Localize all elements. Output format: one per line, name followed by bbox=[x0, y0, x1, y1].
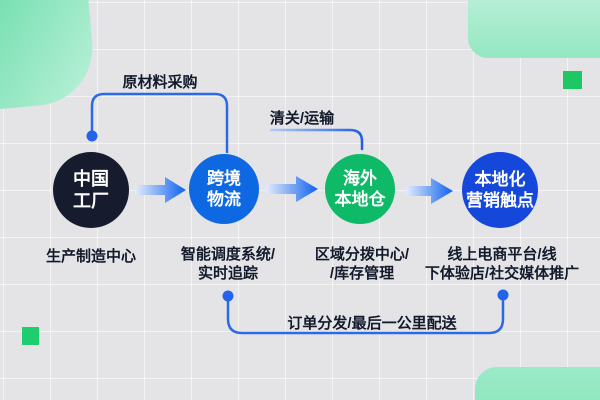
node-title-line: 中国 bbox=[73, 169, 109, 189]
node-title-line: 海外 bbox=[343, 169, 377, 188]
connector-start-dot bbox=[86, 130, 98, 142]
node-china-factory: 中国 工厂 bbox=[53, 152, 129, 228]
connector-last-mile bbox=[222, 289, 509, 335]
flow-arrow-3 bbox=[406, 178, 453, 204]
node-title-line: 本地仓 bbox=[334, 190, 386, 209]
decor-card-top-right bbox=[468, 0, 600, 58]
subtitle-line: 区域分拨中心/ bbox=[314, 246, 410, 263]
connector-right-dot bbox=[497, 289, 509, 301]
subtitle-line: 下体验店/社交媒体推广 bbox=[424, 265, 580, 282]
node-local-marketing: 本地化 营销触点 bbox=[462, 152, 538, 228]
node-title-line: 物流 bbox=[207, 190, 241, 209]
subtitle-line: /库存管理 bbox=[329, 265, 395, 282]
decor-card-bottom-right bbox=[475, 367, 600, 400]
flow-arrow-2 bbox=[266, 176, 318, 202]
node-title-line: 工厂 bbox=[73, 191, 109, 211]
subtitle-china-factory: 生产制造中心 bbox=[21, 247, 161, 266]
node-title-line: 营销触点 bbox=[466, 191, 534, 210]
subtitle-cross-border-logistics: 智能调度系统/ 实时追踪 bbox=[153, 245, 303, 283]
subtitle-line: 智能调度系统/ bbox=[180, 246, 276, 263]
node-title-line: 跨境 bbox=[207, 169, 241, 188]
node-overseas-warehouse: 海外 本地仓 bbox=[325, 154, 395, 224]
flow-arrow-1 bbox=[135, 177, 186, 203]
label-customs-transport: 清关/运输 bbox=[269, 110, 335, 127]
connector-left-dot bbox=[222, 290, 234, 302]
connector-raw-materials bbox=[86, 92, 229, 154]
node-title-line: 本地化 bbox=[474, 170, 526, 189]
subtitle-line: 生产制造中心 bbox=[45, 248, 136, 265]
subtitle-line: 实时追踪 bbox=[197, 265, 258, 282]
subtitle-overseas-warehouse: 区域分拨中心/ /库存管理 bbox=[287, 245, 437, 283]
connector-customs-transport bbox=[269, 128, 364, 151]
label-raw-materials: 原材料采购 bbox=[122, 74, 198, 91]
subtitle-line: 线上电商平台/线 bbox=[447, 246, 557, 263]
decor-square-bottom-left bbox=[22, 327, 39, 345]
subtitle-local-marketing: 线上电商平台/线 下体验店/社交媒体推广 bbox=[412, 245, 592, 283]
node-cross-border-logistics: 跨境 物流 bbox=[189, 154, 259, 224]
label-last-mile: 订单分发/最后一公里配送 bbox=[287, 315, 457, 332]
decor-square-top-right bbox=[563, 71, 582, 89]
